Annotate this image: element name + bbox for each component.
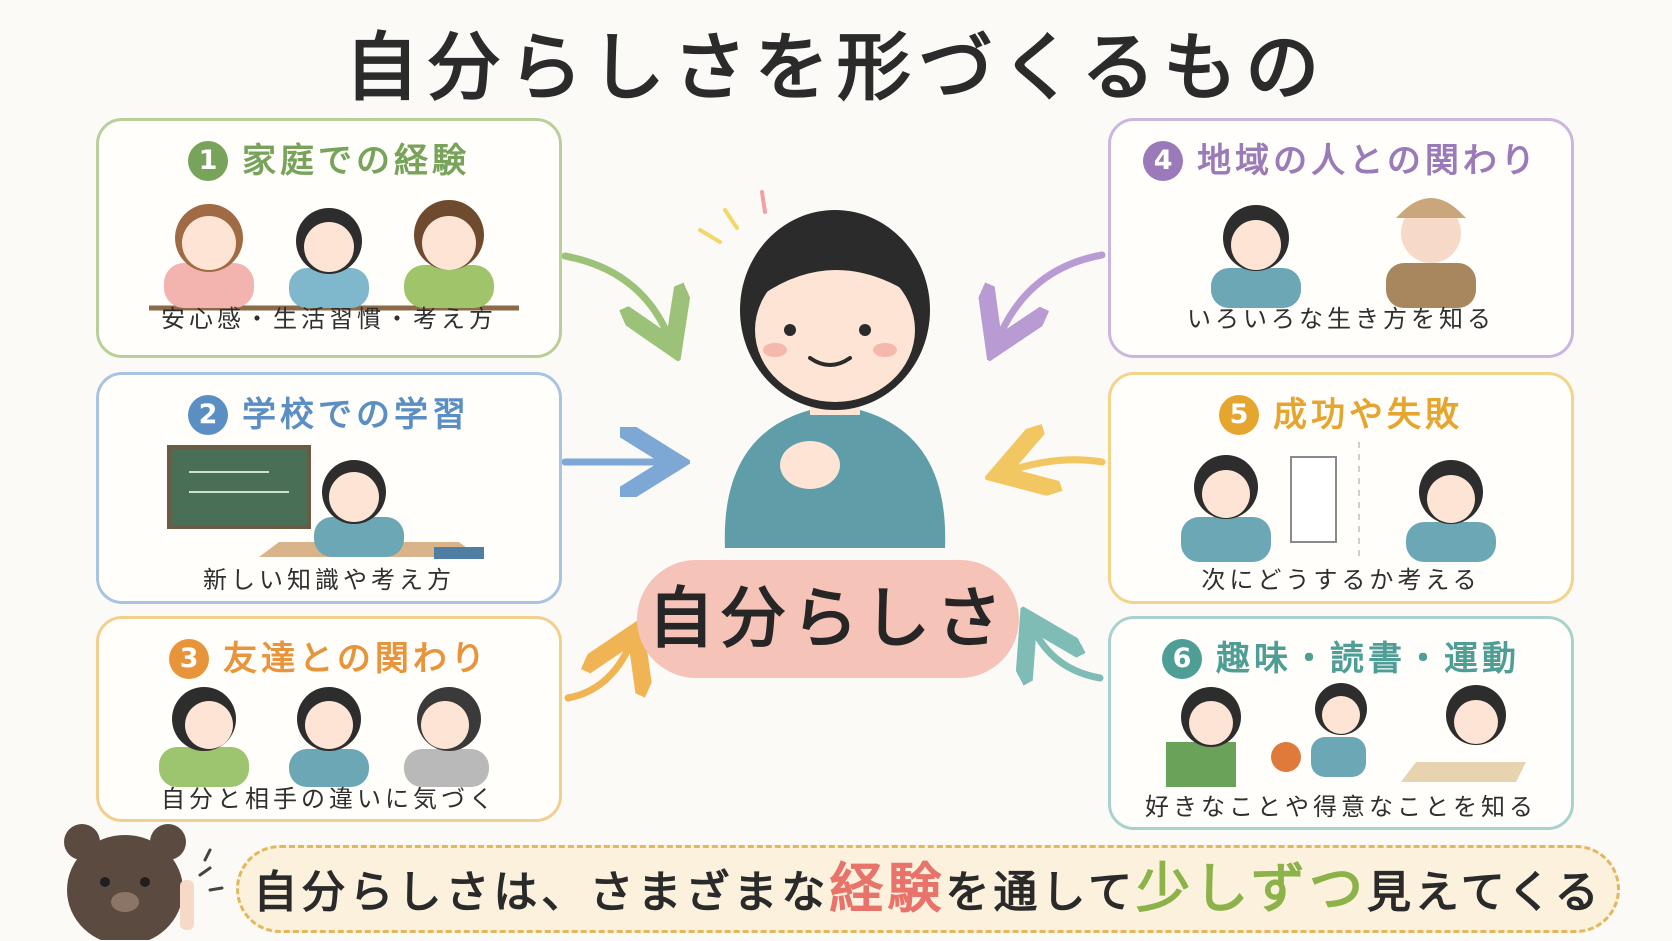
card-hobbies: 6 趣味・読書・運動 好きなことや得意なことを知る [1108, 616, 1574, 830]
number-badge: 4 [1143, 141, 1184, 181]
message-part-1: 自分らしさは、さまざまな [253, 867, 830, 918]
card-heading: 6 趣味・読書・運動 [1111, 631, 1571, 680]
card-heading: 1 家庭での経験 [99, 133, 559, 182]
card-title: 家庭での経験 [242, 141, 470, 181]
school-illustration [167, 445, 484, 559]
card-heading: 2 学校での学習 [99, 387, 559, 436]
message-part-2: を通して [945, 867, 1137, 918]
card-caption: 次にどうするか考える [1201, 566, 1481, 594]
message-emphasis-experience: 経験 [829, 857, 946, 920]
friends-illustration [159, 687, 489, 787]
message-part-3: 見えてくる [1367, 867, 1603, 918]
card-title: 友達との関わり [223, 639, 489, 679]
card-heading: 5 成功や失敗 [1111, 387, 1571, 436]
card-title: 地域の人との関わり [1197, 141, 1539, 181]
card-heading: 4 地域の人との関わり [1111, 133, 1571, 182]
card-title: 趣味・読書・運動 [1216, 639, 1520, 679]
page-title: 自分らしさを形づくるもの [344, 25, 1328, 111]
card-caption: 好きなことや得意なことを知る [1145, 793, 1537, 821]
number-badge: 3 [169, 639, 210, 679]
arrow-3 [564, 645, 630, 702]
center-label: 自分らしさ [637, 560, 1019, 678]
card-caption: 新しい知識や考え方 [203, 566, 455, 594]
success-failure-illustration [1181, 442, 1496, 562]
card-caption: いろいろな生き方を知る [1187, 305, 1495, 333]
bear-mascot [64, 824, 224, 940]
boy-illustration [698, 190, 946, 548]
message-emphasis-little-by-little: 少しずつ [1136, 857, 1367, 920]
arrow-4 [1000, 251, 1106, 335]
arrow-1 [561, 252, 668, 335]
number-badge: 2 [188, 395, 228, 435]
community-illustration [1211, 198, 1476, 308]
hobbies-illustration [1166, 683, 1526, 787]
card-friends: 3 友達との関わり 自分と相手の違いに気づく [96, 616, 562, 822]
card-caption: 安心感・生活習慣・考え方 [161, 305, 497, 333]
family-illustration [149, 200, 519, 311]
number-badge: 5 [1219, 395, 1259, 435]
arrow-6 [1035, 632, 1104, 678]
card-title: 成功や失敗 [1273, 395, 1463, 435]
card-caption: 自分と相手の違いに気づく [161, 785, 497, 813]
card-school: 2 学校での学習 新しい知識や考え方 [96, 372, 562, 604]
number-badge: 6 [1162, 639, 1202, 679]
message-banner: 自分らしさは、さまざまな経験を通して少しずつ見えてくる [236, 845, 1620, 933]
card-family: 1 家庭での経験 安心感・生活習慣・考え方 [96, 118, 562, 358]
number-badge: 1 [188, 141, 228, 181]
card-community: 4 地域の人との関わり いろいろな生き方を知る [1108, 118, 1574, 358]
card-heading: 3 友達との関わり [99, 631, 559, 680]
card-success-failure: 5 成功や失敗 次にどうするか考える [1108, 372, 1574, 604]
arrow-5 [1012, 460, 1106, 470]
card-title: 学校での学習 [242, 395, 470, 435]
